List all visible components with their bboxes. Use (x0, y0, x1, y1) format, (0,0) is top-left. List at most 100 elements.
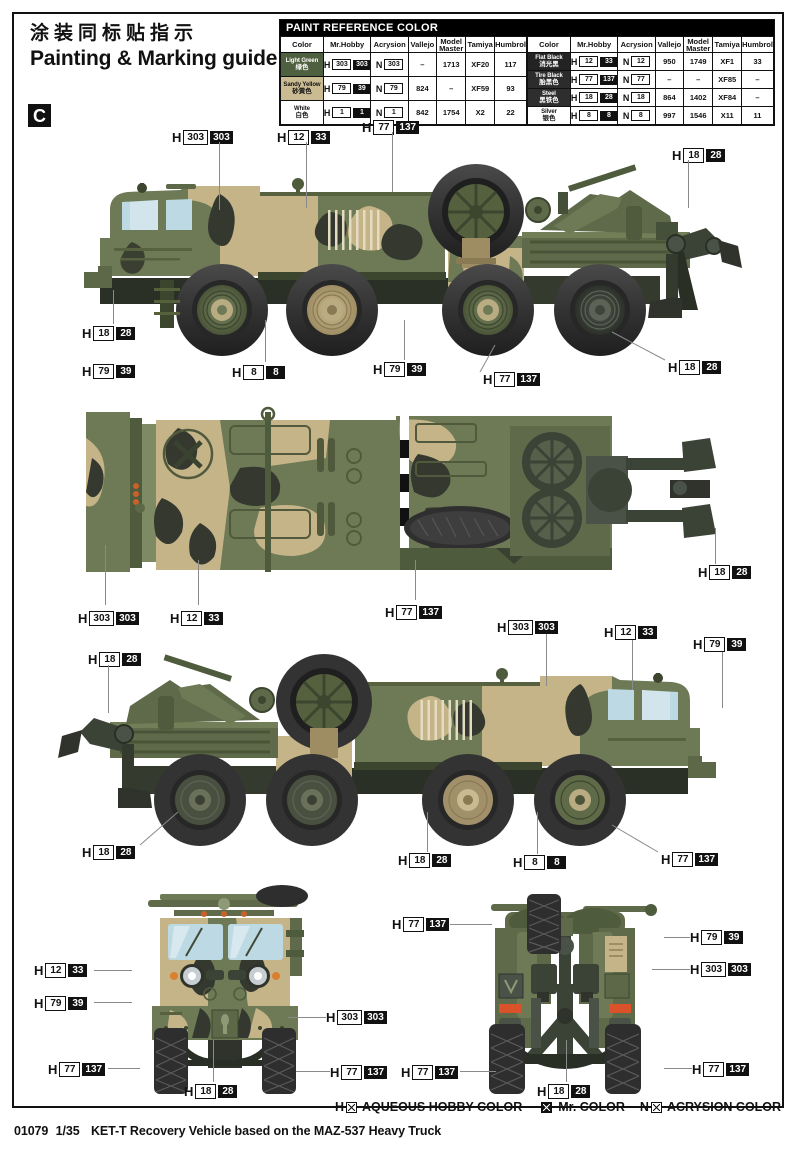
callout-code-white: 8 (243, 365, 265, 380)
callout-code-white: 77 (412, 1065, 434, 1080)
code-black: 39 (353, 83, 371, 94)
callout-leader-line (288, 1017, 326, 1018)
callout-code-black: 28 (702, 361, 722, 374)
top-hull (86, 406, 396, 572)
col-model-master: Model Master (435, 36, 467, 53)
kit-number: 01079 (14, 1124, 49, 1138)
callout-code-black: 39 (407, 363, 427, 376)
vehicle-view-front (130, 885, 320, 1098)
vehicle-view-side-right (70, 150, 742, 365)
paint-code-humbrol: 117 (494, 52, 527, 77)
callout-brand-prefix: H (34, 996, 44, 1011)
callout-leader-line (306, 142, 307, 208)
callout-code-black: 28 (732, 566, 752, 579)
brand-prefix: N (375, 107, 383, 118)
paint-code-vallejo: 997 (654, 106, 684, 125)
callout-brand-prefix: H (513, 855, 523, 870)
callout-leader-line (219, 142, 220, 210)
color-name-cn: 黑铁色 (539, 96, 559, 105)
callout-code-black: 303 (535, 621, 558, 634)
callout-leader-line (108, 1068, 140, 1069)
paint-code-tamiya: XF20 (465, 52, 496, 77)
rear-wheels (489, 894, 641, 1094)
callout-code-black: 137 (517, 373, 541, 386)
paint-code-tamiya: X2 (465, 100, 496, 125)
col-color: Color (280, 36, 324, 53)
checkbox-icon (650, 1101, 662, 1113)
color-name-cn: 绿色 (295, 63, 309, 72)
callout-leader-line (105, 545, 106, 605)
callout-code-black: 137 (82, 1063, 106, 1076)
code-white: 8 (631, 110, 651, 121)
wheel-2 (286, 264, 378, 356)
wheel-4 (534, 754, 626, 846)
callout-brand-prefix: H (661, 852, 671, 867)
callout-code-black: 28 (116, 846, 136, 859)
paint-code-model-master: 1749 (682, 52, 714, 71)
callout-code-black: 28 (116, 327, 136, 340)
callout-brand-prefix: H (232, 365, 242, 380)
wheel-2 (266, 754, 358, 846)
brand-prefix: H (323, 59, 331, 70)
code-white: 18 (631, 92, 651, 103)
callout-leader-line (715, 528, 716, 564)
paint-code-model-master: 1402 (682, 88, 714, 107)
kit-footer: 01079 1/35 KET-T Recovery Vehicle based … (14, 1124, 441, 1138)
callout-leader-line (392, 132, 393, 192)
callout-brand-prefix: H (483, 372, 493, 387)
callout-code-black: 8 (266, 366, 286, 379)
vehicle-view-side-left (58, 650, 730, 850)
table-header-row: Color Mr.Hobby Acrysion Vallejo Model Ma… (527, 36, 774, 53)
brand-prefix: H (570, 110, 578, 121)
callout-code-black: 8 (547, 856, 567, 869)
wheel-3 (442, 264, 534, 356)
code-white: 12 (631, 56, 651, 67)
wheel-3 (422, 754, 514, 846)
callout-code-white: 8 (524, 855, 546, 870)
paint-code-model-master: – (435, 76, 467, 101)
callout-brand-prefix: H (398, 853, 408, 868)
brand-prefix: N (375, 59, 383, 70)
col-acrysion: Acrysion (617, 36, 656, 53)
paint-table-caption: PAINT REFERENCE COLOR (280, 20, 774, 36)
callout-leader-line (632, 640, 633, 690)
legend-mrcolor-label: Mr. COLOR (558, 1100, 625, 1114)
checkbox-filled-icon (541, 1101, 553, 1113)
callout-brand-prefix: H (82, 364, 92, 379)
callout-leader-line (213, 1040, 214, 1082)
page-title-chinese: 涂装同标贴指示 (30, 22, 199, 44)
legend-mrcolor: Mr. COLOR (541, 1100, 625, 1114)
callout-leader-line (427, 812, 428, 852)
callout-code-white: 18 (548, 1084, 570, 1099)
callout-code-black: 137 (726, 1063, 750, 1076)
callout-code-white: 12 (288, 130, 310, 145)
callout-code-black: 33 (638, 626, 658, 639)
callout-brand-prefix: H (330, 1065, 340, 1080)
callout-leader-line (566, 1040, 567, 1082)
callout-brand-prefix: H (692, 1062, 702, 1077)
color-name-en: White (294, 105, 310, 112)
callout-code-black: 137 (364, 1066, 388, 1079)
col-tamiya: Tamiya (465, 36, 496, 53)
callout-brand-prefix: H (690, 962, 700, 977)
col-vallejo: Vallejo (654, 36, 684, 53)
callout-code-black: 28 (706, 149, 726, 162)
brand-prefix: N (622, 74, 630, 85)
